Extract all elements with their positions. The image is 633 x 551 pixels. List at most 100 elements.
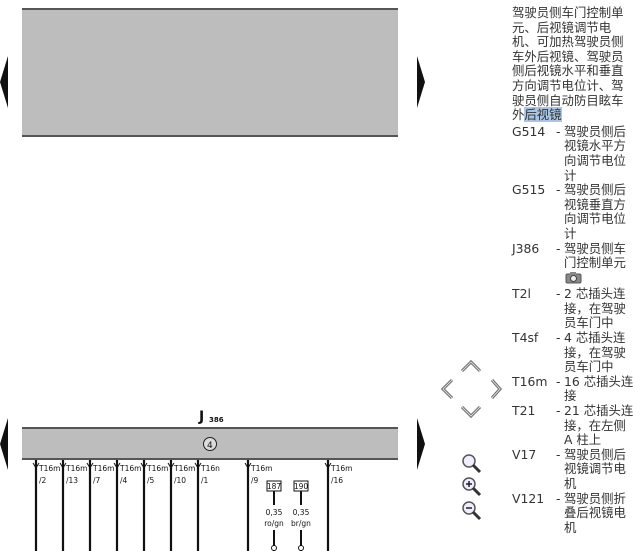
connector-pin-number: /9 <box>251 476 259 485</box>
legend-intro-text: 驾驶员侧车门控制单元、后视镜调节电机、可加热驾驶员侧车外后视镜、驾驶员侧后视镜水… <box>512 5 624 123</box>
connector-pin-number: /7 <box>93 476 101 485</box>
legend-description-line: 向调节电位 <box>564 152 626 168</box>
legend-description-line: 驾驶员侧后 <box>564 123 626 139</box>
legend-description-line: 计 <box>564 225 577 241</box>
zoom-in-icon[interactable] <box>462 477 482 497</box>
component-label: J <box>198 409 204 425</box>
connector-name: T16m <box>38 464 60 473</box>
legend-code: T4sf <box>512 330 539 346</box>
legend-description-line: 驾驶员侧后 <box>564 182 626 198</box>
legend-description-line: 视镜垂直方 <box>564 196 626 212</box>
legend-description-line: 接，在左侧 <box>564 417 626 433</box>
component-symbol-text: 4 <box>207 441 213 451</box>
connector-pin: T16m/13 <box>59 460 87 551</box>
legend-dash: - <box>556 330 561 346</box>
connector-pin: T16m/5 <box>140 460 168 551</box>
legend-dash: - <box>556 490 561 506</box>
connector-pin: T16n/1 <box>194 460 220 551</box>
wire-gauge: 0,35 <box>293 508 310 517</box>
legend-code: T2l <box>512 286 531 302</box>
connector-name: T16m <box>173 464 195 473</box>
connector-pin-number: /13 <box>66 476 78 485</box>
legend-description-line: 驾驶员侧折 <box>564 490 626 506</box>
legend-panel: 驾驶员侧车门控制单元、后视镜调节电机、可加热驾驶员侧车外后视镜、驾驶员侧后视镜水… <box>512 5 633 536</box>
legend-entry-t2l: T2l-2 芯插头连接，在驾驶员车门中 <box>512 287 629 331</box>
component-label-sub: 386 <box>209 416 224 424</box>
legend-description-line: 叠后视镜电 <box>564 505 626 521</box>
legend-code: V17 <box>512 446 537 462</box>
legend-description-line: 机 <box>564 519 577 535</box>
legend-entry-g515: G515-驾驶员侧后视镜垂直方向调节电位计 <box>512 182 629 241</box>
connector-pin-number: /4 <box>120 476 128 485</box>
pan-left-icon[interactable] <box>440 378 454 400</box>
prev-page-arrow-top[interactable] <box>0 56 8 108</box>
legend-entry-v17: V17-驾驶员侧后视镜调节电机 <box>512 446 629 492</box>
diagram-component-top <box>22 8 398 137</box>
camera-icon[interactable] <box>564 271 629 288</box>
pan-up-icon[interactable] <box>460 359 482 373</box>
connector-pin-number: /2 <box>39 476 47 485</box>
legend-dash: - <box>556 123 561 139</box>
connector-name: T16m <box>250 464 272 473</box>
connector-name: T16m <box>92 464 114 473</box>
legend-dash: - <box>556 403 561 419</box>
connector-pin-number: /5 <box>147 476 155 485</box>
connector-name: T16m <box>330 464 352 473</box>
prev-page-arrow-bottom[interactable] <box>0 418 8 470</box>
legend-entry-t16m: T16m-16 芯插头连接 <box>512 373 633 404</box>
wire-gauge: 0,35 <box>266 508 283 517</box>
wire-reference: 187 <box>267 482 282 491</box>
connector-pin: T16m/2 <box>32 460 60 551</box>
legend-description-line: 视镜调节电 <box>564 461 626 477</box>
legend-description-line: 2 芯插头连 <box>564 286 626 302</box>
legend-dash: - <box>556 182 561 198</box>
legend-description-line: 驾驶员侧车 <box>564 240 626 256</box>
connector-name: T16m <box>119 464 141 473</box>
legend-entry-j386: J386-驾驶员侧车门控制单元 <box>512 240 629 288</box>
nav-controls <box>440 359 503 521</box>
connector-pin: T16m/9 <box>244 460 272 551</box>
legend-intro: 驾驶员侧车门控制单元、后视镜调节电机、可加热驾驶员侧车外后视镜、驾驶员侧后视镜水… <box>512 5 629 123</box>
connector-pin: T16m/10 <box>167 460 195 551</box>
legend-dash: - <box>556 240 561 256</box>
legend-intro-highlight: 后视镜 <box>524 107 562 123</box>
legend-description-line: 16 芯插头连 <box>564 373 633 389</box>
wire-187: 187 0,35 ro/gn <box>264 480 284 551</box>
legend-dash: - <box>556 446 561 462</box>
wire-color: ro/gn <box>264 519 284 528</box>
connector-pin: T16m/4 <box>113 460 141 551</box>
legend-description-line: 向调节电位 <box>564 211 626 227</box>
next-page-arrow-bottom[interactable] <box>417 418 425 470</box>
legend-entry-v121: V121-驾驶员侧折叠后视镜电机 <box>512 490 629 536</box>
legend-code: T16m <box>512 373 548 389</box>
legend-description-line: 员车门中 <box>564 359 614 375</box>
legend-dash: - <box>556 373 561 389</box>
legend-description-line: 机 <box>564 476 577 491</box>
legend-code: G515 <box>512 182 546 198</box>
legend-description-line: 视镜水平方 <box>564 138 626 154</box>
connector-pin-number: /16 <box>331 476 343 485</box>
zoom-fit-icon[interactable] <box>462 454 482 474</box>
next-page-arrow-top[interactable] <box>417 56 425 108</box>
pan-right-icon[interactable] <box>490 379 503 399</box>
legend-description-line: 计 <box>564 167 577 183</box>
legend-code: G514 <box>512 123 546 139</box>
legend-entry-t4sf: T4sf-4 芯插头连接，在驾驶员车门中 <box>512 330 629 375</box>
legend-entry-g514: G514-驾驶员侧后视镜水平方向调节电位计 <box>512 123 629 183</box>
legend-description-line: 接 <box>564 388 577 404</box>
legend-description-line: 4 芯插头连 <box>564 330 626 346</box>
legend-code: T21 <box>512 403 536 419</box>
connector-pin: T16m/7 <box>86 460 114 551</box>
legend-code: V121 <box>512 490 545 506</box>
pan-down-icon[interactable] <box>460 405 482 419</box>
legend-description-line: 员车门中 <box>564 315 614 331</box>
legend-dash: - <box>556 286 561 302</box>
connector-pin-number: /10 <box>174 476 186 485</box>
wiring-diagram: J 386 4 T16m/2T16m/13T16m/7T16m/4T16m/5T… <box>32 409 352 551</box>
connector-group: T16m/2T16m/13T16m/7T16m/4T16m/5T16m/10T1… <box>32 460 352 551</box>
zoom-out-icon[interactable] <box>462 501 482 521</box>
